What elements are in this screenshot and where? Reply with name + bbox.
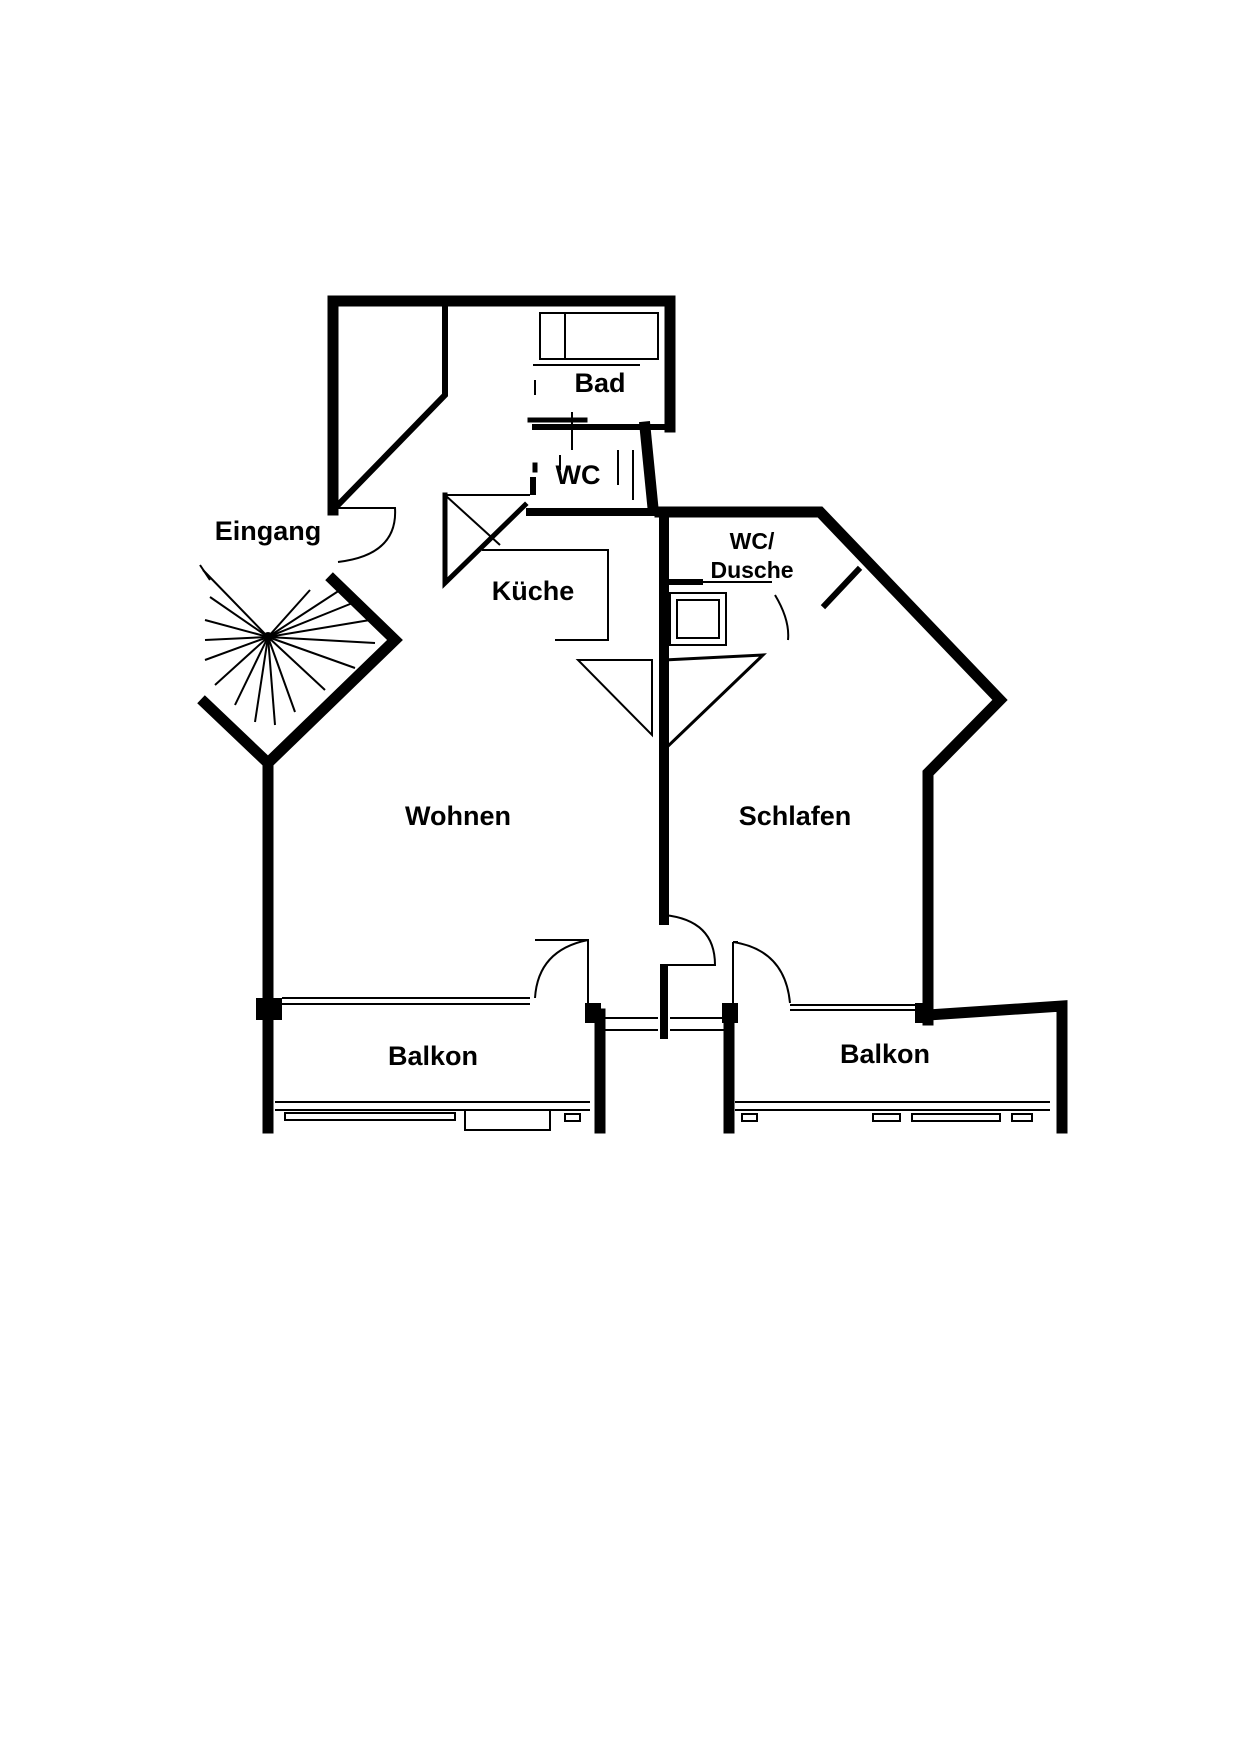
label-wc-dusche-line2: Dusche (710, 557, 793, 583)
label-wohnen: Wohnen (405, 801, 511, 831)
room-labels: Bad WC Eingang Küche WC/ Dusche Wohnen S… (215, 368, 930, 1071)
fixtures (275, 312, 1050, 1131)
exterior-walls (197, 295, 1068, 1134)
label-balkon-right: Balkon (840, 1039, 930, 1069)
doors (335, 507, 791, 1004)
interior-walls (256, 298, 933, 1039)
spiral-stair (199, 564, 376, 726)
label-wc: WC (556, 460, 601, 490)
label-bad: Bad (574, 368, 625, 398)
label-schlafen: Schlafen (739, 801, 852, 831)
label-kueche: Küche (492, 576, 575, 606)
label-eingang: Eingang (215, 516, 322, 546)
label-wc-dusche-line1: WC/ (730, 528, 775, 554)
label-balkon-left: Balkon (388, 1041, 478, 1071)
